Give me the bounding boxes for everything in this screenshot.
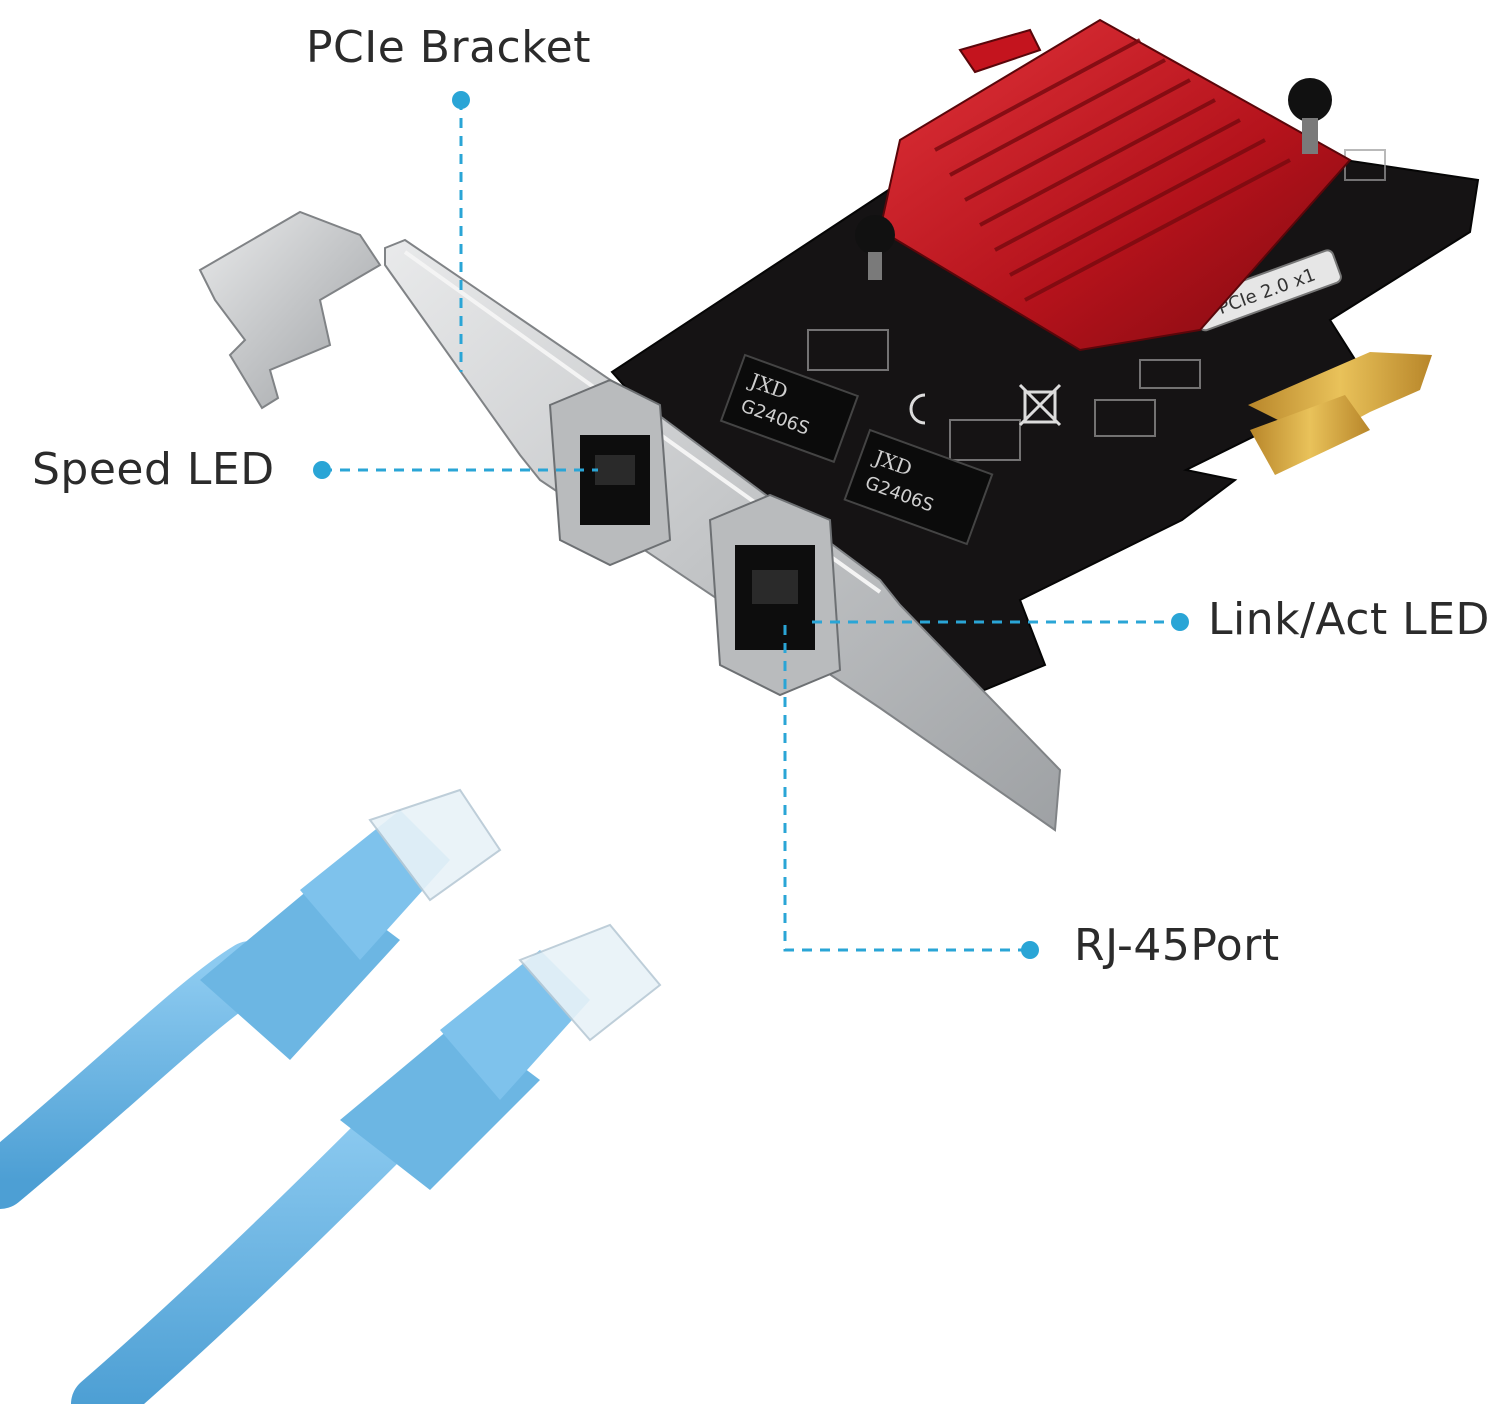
link-led-callout-dot bbox=[1171, 613, 1189, 631]
pcie-gold-fingers bbox=[1248, 352, 1432, 475]
link-act-led-label: Link/Act LED bbox=[1208, 594, 1490, 645]
ethernet-cable-1 bbox=[0, 788, 502, 1209]
rj45-callout-line bbox=[783, 625, 1030, 952]
speed-led-callout-dot bbox=[313, 461, 331, 479]
pcb-silkscreen bbox=[807, 149, 1386, 461]
bracket-callout-dot bbox=[452, 91, 470, 109]
ethernet-cable-2 bbox=[71, 923, 662, 1404]
compliance-marks bbox=[909, 383, 1062, 427]
callout-dots bbox=[313, 91, 1189, 959]
rj45-port-2 bbox=[708, 493, 842, 697]
rj45-port-1 bbox=[548, 378, 672, 567]
callout-lines bbox=[322, 100, 1180, 952]
rj45-port-label: RJ-45Port bbox=[1074, 920, 1280, 971]
heatsink-pins bbox=[855, 78, 1332, 280]
rj45-callout-dot bbox=[1021, 941, 1039, 959]
transformer-chip-2: JXD G2406S bbox=[843, 428, 994, 546]
speed-led-label: Speed LED bbox=[32, 444, 275, 495]
transformer-chip-1: JXD G2406S bbox=[719, 353, 860, 464]
pcie-bracket-label: PCIe Bracket bbox=[306, 22, 591, 73]
